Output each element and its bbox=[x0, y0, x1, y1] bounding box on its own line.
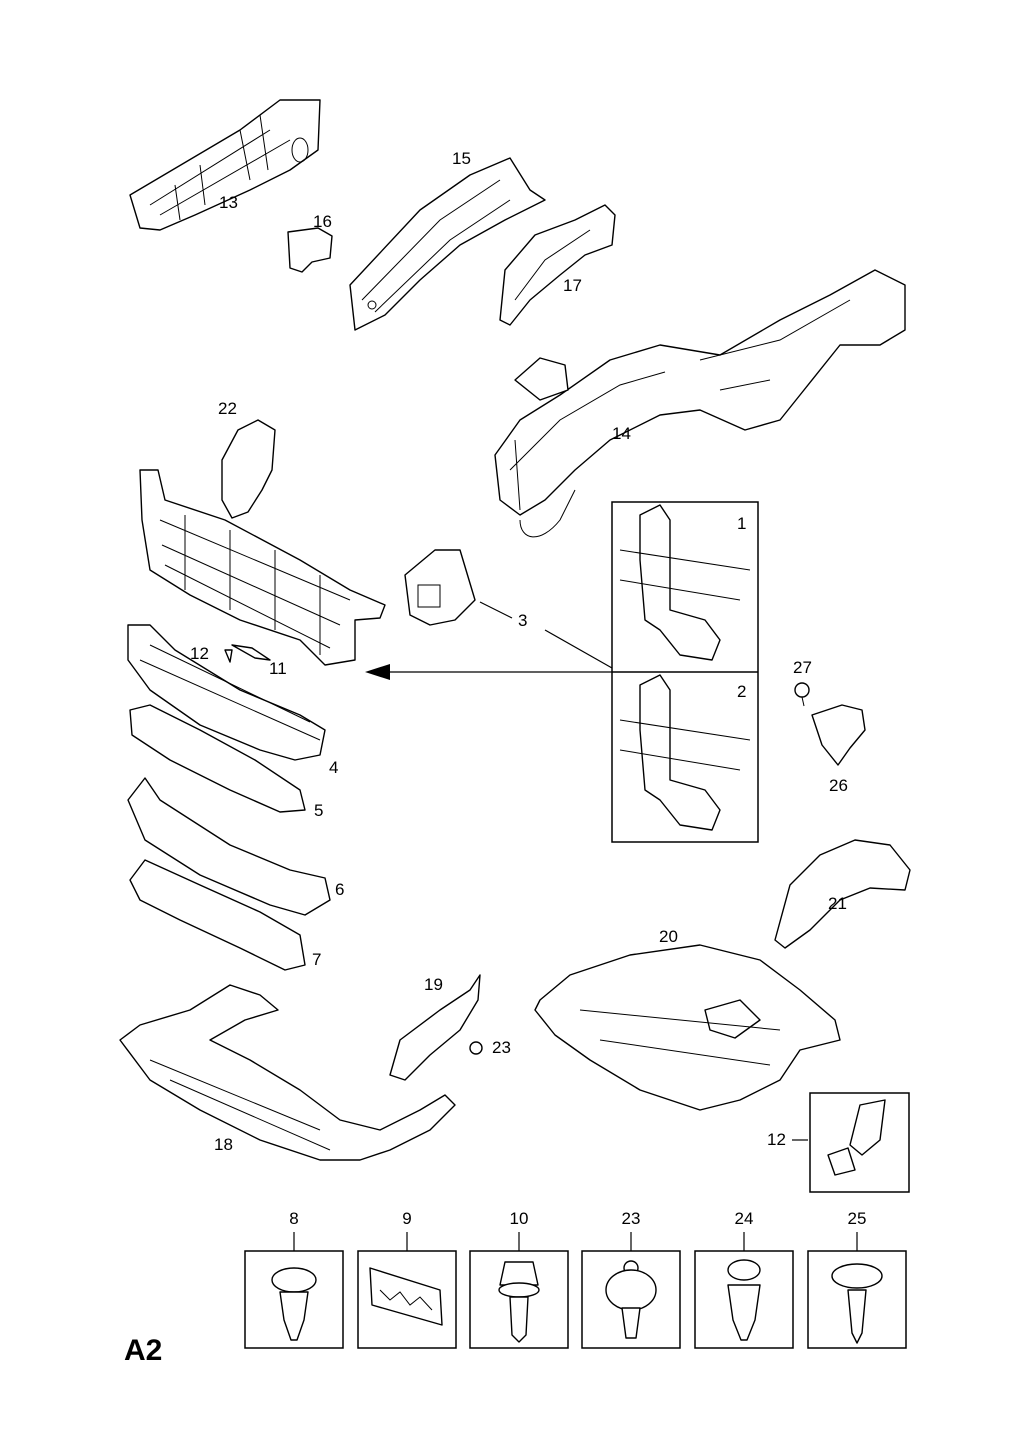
leader-3b bbox=[544, 629, 613, 669]
callout-14: 14 bbox=[612, 424, 631, 443]
callout-2: 2 bbox=[737, 682, 747, 701]
arrow-head bbox=[365, 664, 390, 680]
callout-1: 1 bbox=[737, 514, 747, 533]
part-23-clip bbox=[469, 1041, 483, 1055]
callout-6: 6 bbox=[335, 880, 345, 899]
callout-16: 16 bbox=[313, 212, 332, 231]
part-22-bracket bbox=[221, 419, 276, 519]
callout-23: 23 bbox=[492, 1038, 511, 1057]
fastener-label-25: 25 bbox=[847, 1209, 867, 1228]
part-12-11-clip bbox=[224, 644, 271, 663]
part-14-side-member bbox=[494, 269, 906, 538]
part-18-lower-shield bbox=[119, 984, 456, 1161]
callout-3: 3 bbox=[518, 611, 528, 630]
part-26-bracket bbox=[811, 704, 866, 766]
callout-20: 20 bbox=[659, 927, 678, 946]
callout-5: 5 bbox=[314, 801, 324, 820]
callout-19: 19 bbox=[424, 975, 443, 994]
part-16-bracket bbox=[287, 227, 333, 273]
detail-box-12 bbox=[792, 1092, 910, 1193]
fastener-row bbox=[244, 1232, 907, 1349]
callout-13: 13 bbox=[219, 193, 238, 212]
callout-4: 4 bbox=[329, 758, 339, 777]
part-6-foam bbox=[127, 777, 331, 916]
callout-12-lower: 12 bbox=[767, 1130, 786, 1149]
callout-27: 27 bbox=[793, 658, 812, 677]
detail-box-1-2 bbox=[611, 501, 759, 843]
part-19-deflector bbox=[389, 974, 481, 1081]
fastener-label-23: 23 bbox=[621, 1209, 641, 1228]
fastener-label-8: 8 bbox=[289, 1209, 299, 1228]
front-end-carrier bbox=[139, 469, 386, 666]
callout-15: 15 bbox=[452, 149, 471, 168]
callout-12-upper: 12 bbox=[190, 644, 209, 663]
part-17-panel bbox=[499, 204, 616, 326]
callout-22: 22 bbox=[218, 399, 237, 418]
leader-3 bbox=[479, 601, 513, 619]
part-5-absorber bbox=[129, 704, 306, 813]
part-4-bumper-beam bbox=[127, 624, 326, 761]
fastener-label-24: 24 bbox=[734, 1209, 754, 1228]
part-20-shield bbox=[534, 944, 841, 1111]
part-15-upper-rail bbox=[349, 157, 546, 331]
callout-7: 7 bbox=[312, 950, 322, 969]
callout-17: 17 bbox=[563, 276, 582, 295]
part-3-crash-box bbox=[404, 549, 476, 626]
callout-11: 11 bbox=[269, 659, 287, 678]
fastener-label-10: 10 bbox=[509, 1209, 529, 1228]
part-27-bolt bbox=[794, 682, 810, 707]
part-7-lower-absorber bbox=[129, 859, 306, 971]
fastener-label-9: 9 bbox=[402, 1209, 412, 1228]
part-21-liner bbox=[774, 839, 911, 949]
sheet-id: A2 bbox=[124, 1334, 163, 1367]
part-13-rail-section bbox=[129, 99, 321, 231]
callout-26: 26 bbox=[829, 776, 848, 795]
callout-18: 18 bbox=[214, 1135, 233, 1154]
callout-21: 21 bbox=[828, 894, 847, 913]
